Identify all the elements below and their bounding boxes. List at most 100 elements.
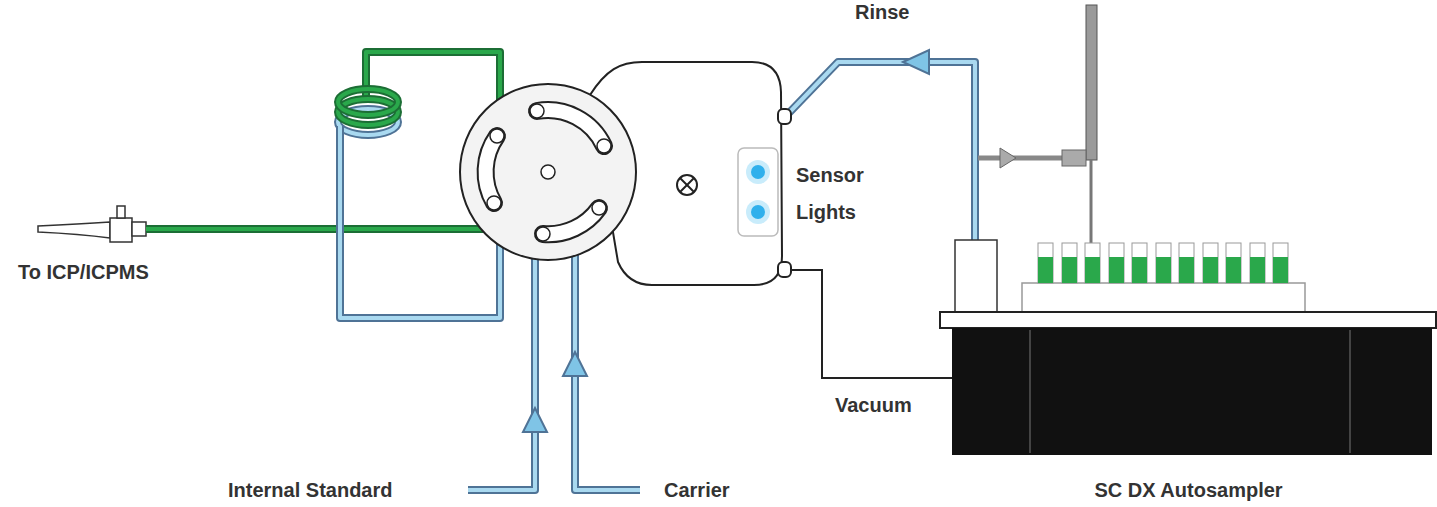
sample-line: [146, 52, 500, 229]
rinse-station: [955, 240, 997, 312]
sample-rack: [1022, 283, 1305, 312]
sensor-lights: [746, 160, 770, 184]
sample-tubes: [1203, 257, 1218, 283]
label-text: To ICP/ICPMS: [18, 260, 149, 284]
sensor-lights-panel: Sensor Lights: [736, 145, 896, 240]
node-text: SC DX Autosampler: [940, 472, 1437, 507]
line-label: Internal Standard: [228, 478, 392, 502]
carrier-line: [563, 352, 587, 376]
sample-tubes: [1226, 257, 1241, 283]
sample-tubes: [1038, 243, 1288, 283]
probe-arm: [978, 5, 1097, 265]
valve-rotor: [486, 136, 497, 203]
line-label: Vacuum: [835, 393, 912, 417]
label-text: Internal Standard: [228, 478, 392, 502]
sample-tubes: [1132, 257, 1147, 283]
sensor-lights: [746, 200, 770, 224]
valve-rotor: [592, 201, 606, 215]
sensor-lights: [751, 165, 765, 179]
sample-tubes: [1179, 257, 1194, 283]
sample-rack: [1022, 243, 1305, 312]
valve-rotor: [543, 208, 599, 234]
sample-tubes: [1250, 243, 1265, 283]
valve-rotor: [530, 104, 544, 118]
sample-tubes: [1085, 257, 1100, 283]
sample-tubes: [1156, 243, 1171, 283]
autosampler-base: [1029, 330, 1031, 453]
label-text: Carrier: [664, 478, 730, 502]
sensor-lights: [738, 148, 778, 236]
outlet-label: To ICP/ICPMS: [18, 260, 149, 284]
sample-tubes: [1109, 243, 1124, 283]
nebulizer: [38, 206, 146, 242]
sample-tubes: [1203, 243, 1218, 283]
valve-body: [778, 262, 791, 277]
probe-arm: [1086, 5, 1097, 160]
sample-tubes: [1062, 243, 1077, 283]
valve-rotor: [537, 110, 604, 146]
rinse-line: [786, 62, 975, 244]
valve-rotor: [490, 129, 504, 143]
sample-loop: [338, 89, 398, 115]
carrier-line: [563, 250, 640, 490]
rinse-line: [903, 50, 929, 74]
internal-standard-line: [468, 250, 547, 490]
sample-tubes: [1156, 257, 1171, 283]
label-text: Vacuum: [835, 393, 912, 417]
vacuum-line: [790, 270, 952, 378]
pivot-symbol: [677, 175, 697, 195]
sensor-lights: [738, 148, 778, 236]
internal-standard-line: [468, 250, 535, 490]
sample-tubes: [1226, 243, 1241, 283]
nebulizer: [132, 222, 146, 236]
nebulizer: [117, 206, 125, 218]
sample-loop: [338, 89, 398, 135]
pivot-symbol: [677, 175, 697, 195]
valve-rotor: [460, 84, 636, 260]
autosampler-base: [952, 328, 1432, 455]
pivot-symbol: [680, 178, 694, 192]
sample-tubes: [1038, 243, 1053, 283]
sample-tubes: [1273, 257, 1288, 283]
sample-tubes: [1109, 257, 1124, 283]
probe-arm: [1062, 150, 1086, 166]
rinse-line: [786, 50, 975, 244]
autosampler-base: [1349, 330, 1351, 453]
sample-tubes: [1250, 257, 1265, 283]
sample-loop: [338, 89, 398, 115]
sample-tubes: [1085, 243, 1100, 283]
valve-rotor: [536, 227, 550, 241]
internal-standard-line: [468, 250, 535, 490]
sample-line: [146, 225, 485, 233]
internal-standard-line: [523, 408, 547, 432]
valve-rotor: [537, 110, 604, 146]
nebulizer: [110, 218, 132, 242]
line-label: Rinse: [855, 0, 909, 24]
sample-tubes: [1038, 257, 1053, 283]
probe-arm: [1000, 148, 1016, 168]
valve-rotor: [541, 165, 555, 179]
valve-rotor: [487, 196, 501, 210]
rinse-line: [786, 62, 975, 244]
nebulizer: [38, 222, 110, 238]
sample-tubes: [1179, 243, 1194, 283]
sensor-lights: [751, 205, 765, 219]
pivot-symbol: [680, 178, 694, 192]
line-label: Carrier: [664, 478, 730, 502]
valve-rotor: [543, 208, 599, 234]
autosampler-base: [940, 312, 1436, 455]
sample-tubes: [1132, 243, 1147, 283]
sample-tubes: [1062, 257, 1077, 283]
autosampler-base: [940, 312, 1436, 328]
autosampler-box: SC DX Autosampler: [940, 312, 1437, 507]
label-text: Rinse: [855, 0, 909, 24]
sample-line: [146, 227, 485, 231]
sample-tubes: [1273, 243, 1288, 283]
valve-body: [778, 109, 791, 124]
valve-rotor: [597, 139, 611, 153]
node-text: Sensor Lights: [796, 157, 892, 231]
